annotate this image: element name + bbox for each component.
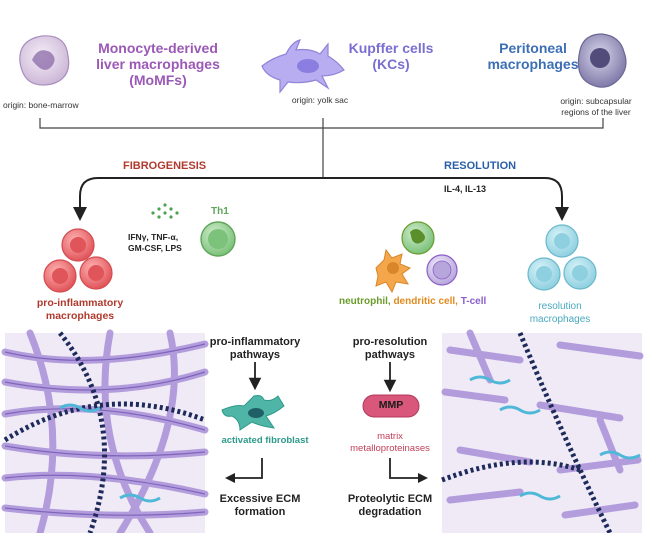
proinflammatory-pathways-line1: pro-inflammatory <box>209 336 301 348</box>
excessive-ecm-line1: Excessive ECM <box>219 493 301 505</box>
mmp-description-line2: metalloproteinases <box>350 443 430 454</box>
fibrogenesis-title: FIBROGENESIS <box>123 160 207 172</box>
proteolytic-ecm-line1: Proteolytic ECM <box>347 493 433 505</box>
kc-origin: origin: yolk sac <box>291 95 349 105</box>
fibroblast-outcome-arrow <box>235 458 263 479</box>
cytokine-dots <box>151 203 179 219</box>
momf-cell-icon <box>19 35 70 86</box>
proinflammatory-pathways-line2: pathways <box>229 349 281 361</box>
proinflammatory-macrophages-line2: macrophages <box>45 310 115 322</box>
peritoneal-label: Peritoneal macrophages <box>483 40 583 72</box>
mmp-description: matrix metalloproteinases <box>335 431 445 455</box>
immune-cells-label: neutrophil, dendritic cell, T-cell <box>339 296 486 308</box>
origin-connector <box>39 118 604 178</box>
neutrophil-label: neutrophil, <box>339 296 391 307</box>
excessive-ecm-label: Excessive ECM formation <box>205 493 315 519</box>
peritoneal-origin-line2: regions of the liver <box>561 107 631 117</box>
momf-name-line3: (MoMFs) <box>129 72 187 88</box>
activated-fibroblast-label: activated fibroblast <box>221 435 309 446</box>
peritoneal-name-line2: macrophages <box>487 56 579 72</box>
resolution-arrow <box>323 177 569 221</box>
proresolution-pathways-line2: pathways <box>364 349 416 361</box>
proinflammatory-pathways-label: pro-inflammatory pathways <box>200 336 310 362</box>
proinflammatory-macrophages-label: pro-inflammatory macrophages <box>10 297 150 323</box>
cytokines-line1: IFNγ, TNF-α, <box>128 232 179 242</box>
kc-name-line2: (KCs) <box>372 56 410 72</box>
activated-fibroblast-icon <box>221 395 285 431</box>
proresolution-pathways-label: pro-resolution pathways <box>335 336 445 362</box>
dendritic-label: dendritic cell, <box>393 296 458 307</box>
momf-origin: origin: bone-marrow <box>3 100 79 110</box>
resolution-macrophages-label: resolution macrophages <box>505 300 615 326</box>
resolution-title: RESOLUTION <box>444 160 517 172</box>
resolution-macrophages-line2: macrophages <box>529 314 591 325</box>
kc-label: Kupffer cells (KCs) <box>336 40 446 72</box>
proinflammatory-macrophages-line1: pro-inflammatory <box>36 297 124 309</box>
ecm-panel-degraded <box>441 329 644 533</box>
mmp-outcome-arrowhead <box>418 473 428 483</box>
momf-label: Monocyte-derived liver macrophages (MoMF… <box>68 40 248 88</box>
proteolytic-ecm-label: Proteolytic ECM degradation <box>335 493 445 519</box>
mmp-label: MMP <box>378 399 404 411</box>
proresolution-pathways-line1: pro-resolution <box>352 336 428 348</box>
peritoneal-origin-line1: origin: subcapsular <box>560 96 632 106</box>
tcell-icon <box>426 254 458 286</box>
fibroblast-outcome-arrowhead <box>225 473 235 483</box>
momf-name-line2: liver macrophages <box>96 56 220 72</box>
kc-name-line1: Kupffer cells <box>348 40 434 56</box>
proteolytic-ecm-line2: degradation <box>358 506 422 518</box>
excessive-ecm-line2: formation <box>234 506 286 518</box>
fibrogenesis-arrow <box>73 177 323 221</box>
peritoneal-name-line1: Peritoneal <box>499 40 567 56</box>
cytokines-line2: GM-CSF, LPS <box>128 243 182 253</box>
kupffer-cell-icon <box>261 39 345 94</box>
ecm-panel-excessive <box>1 329 209 533</box>
mmp-outcome-arrow <box>389 458 418 479</box>
proinflammatory-macrophage-cluster <box>43 228 113 293</box>
dendritic-cell-icon <box>375 248 412 294</box>
th1-label: Th1 <box>211 206 229 217</box>
resolution-macrophage-cluster <box>527 224 597 291</box>
tcell-label: T-cell <box>460 296 487 307</box>
momf-name-line1: Monocyte-derived <box>98 40 218 56</box>
resolution-macrophages-line1: resolution <box>538 301 582 312</box>
mmp-description-line1: matrix <box>377 431 403 442</box>
mmp-box <box>362 394 420 418</box>
peritoneal-origin: origin: subcapsular regions of the liver <box>548 96 644 118</box>
peritoneal-cell-icon <box>577 33 627 88</box>
fibrogenesis-cytokines: IFNγ, TNF-α, GM-CSF, LPS <box>128 232 182 254</box>
th1-cell-icon <box>200 221 236 257</box>
resolution-cytokines: IL-4, IL-13 <box>444 184 487 194</box>
neutrophil-cell-icon <box>401 221 435 255</box>
